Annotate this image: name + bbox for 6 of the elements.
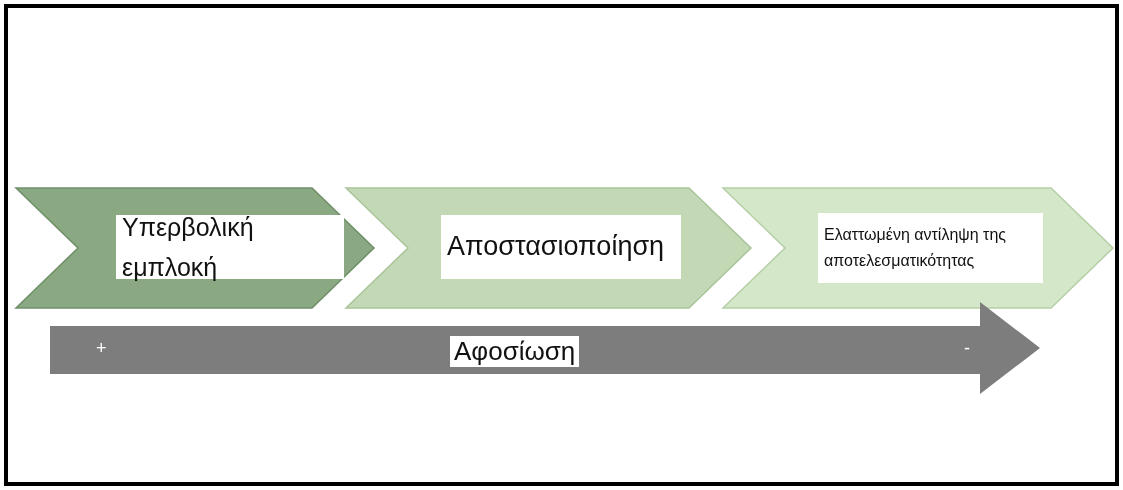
step-label: Αποστασιοποίηση — [441, 215, 681, 279]
step-label: Υπερβολική εμπλοκή — [116, 215, 344, 279]
step-label: Ελαττωμένη αντίληψη της αποτελεσματικότητας — [818, 213, 1043, 283]
minus-sign: - — [963, 338, 971, 359]
plus-sign: + — [95, 338, 108, 359]
arrow-label: Αφοσίωση — [450, 336, 580, 367]
